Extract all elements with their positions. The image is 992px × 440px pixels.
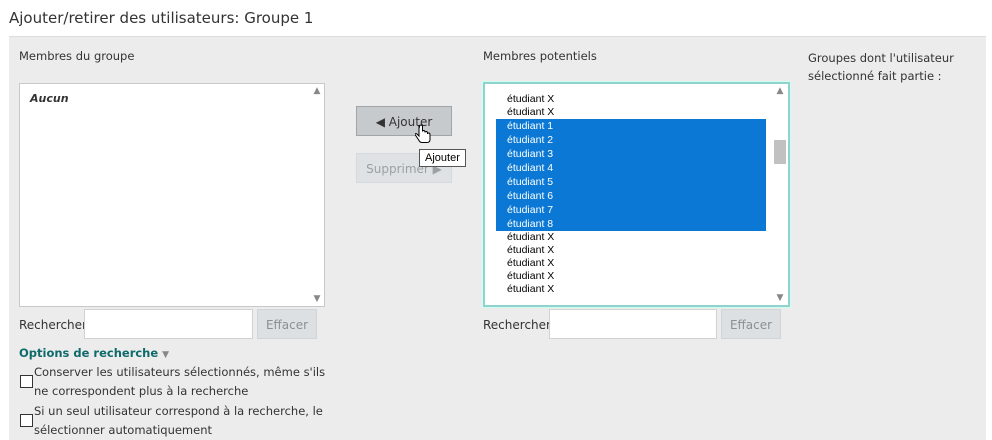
members-clear-button[interactable]: Effacer bbox=[257, 309, 317, 339]
search-options-label: Options de recherche bbox=[19, 346, 159, 360]
scroll-up-icon[interactable]: ▲ bbox=[776, 86, 784, 96]
potential-option[interactable]: étudiant X bbox=[507, 244, 555, 256]
auto-select-label-line1: Si un seul utilisateur correspond à la r… bbox=[34, 404, 323, 418]
potential-option[interactable]: étudiant 1 bbox=[496, 119, 766, 133]
potential-search-input[interactable] bbox=[549, 309, 717, 339]
scroll-up-icon[interactable]: ▲ bbox=[313, 86, 321, 96]
keep-selected-label-line1: Conserver les utilisateurs sélectionnés,… bbox=[34, 365, 326, 379]
hand-cursor-icon bbox=[415, 124, 431, 143]
auto-select-label-line2: sélectionner automatiquement bbox=[34, 423, 213, 437]
members-search-input[interactable] bbox=[84, 309, 253, 339]
potential-option[interactable]: étudiant X bbox=[507, 93, 555, 105]
scroll-down-icon[interactable]: ▼ bbox=[313, 294, 321, 304]
scroll-down-icon[interactable]: ▼ bbox=[776, 293, 784, 303]
potential-option[interactable]: étudiant 4 bbox=[496, 161, 766, 175]
members-empty-item: Aucun bbox=[30, 92, 69, 105]
potential-option[interactable]: étudiant 3 bbox=[496, 147, 766, 161]
potential-option[interactable]: étudiant X bbox=[507, 257, 555, 269]
auto-select-checkbox[interactable] bbox=[20, 414, 33, 427]
members-label: Membres du groupe bbox=[19, 49, 135, 63]
potential-option[interactable]: étudiant 6 bbox=[496, 189, 766, 203]
potential-option[interactable]: étudiant 2 bbox=[496, 133, 766, 147]
auto-select-label: Si un seul utilisateur correspond à la r… bbox=[34, 402, 334, 440]
potential-option[interactable]: étudiant 5 bbox=[496, 175, 766, 189]
groups-label-line1: Groupes dont l'utilisateur bbox=[808, 51, 954, 65]
add-tooltip: Ajouter bbox=[419, 149, 466, 167]
page-title: Ajouter/retirer des utilisateurs: Groupe… bbox=[9, 9, 314, 27]
potential-option[interactable]: étudiant 8 bbox=[496, 217, 766, 231]
members-scrollbar[interactable]: ▲ ▼ bbox=[310, 84, 324, 306]
members-search-label: Rechercher bbox=[19, 318, 87, 332]
potential-option[interactable]: étudiant 7 bbox=[496, 203, 766, 217]
potential-scrollbar[interactable]: ▲ ▼ bbox=[772, 84, 788, 305]
user-selector-panel: Membres du groupe Aucun ▲ ▼ Rechercher E… bbox=[9, 36, 986, 440]
potential-option[interactable]: étudiant X bbox=[507, 231, 555, 243]
keep-selected-label: Conserver les utilisateurs sélectionnés,… bbox=[34, 363, 334, 401]
potential-option[interactable]: étudiant X bbox=[507, 270, 555, 282]
members-listbox[interactable]: Aucun ▲ ▼ bbox=[19, 83, 325, 307]
search-options-link[interactable]: Options de recherche▼ bbox=[19, 346, 169, 360]
potential-clear-button[interactable]: Effacer bbox=[721, 309, 781, 339]
scroll-thumb[interactable] bbox=[774, 140, 786, 164]
keep-selected-checkbox[interactable] bbox=[20, 375, 33, 388]
potential-label: Membres potentiels bbox=[483, 49, 597, 63]
potential-option[interactable]: étudiant X bbox=[507, 283, 555, 295]
potential-option[interactable]: étudiant X bbox=[507, 106, 555, 118]
add-button[interactable]: ◀ Ajouter bbox=[356, 106, 452, 136]
groups-label-line2: sélectionné fait partie : bbox=[808, 69, 942, 83]
potential-search-label: Rechercher bbox=[483, 318, 551, 332]
groups-label: Groupes dont l'utilisateur sélectionné f… bbox=[808, 49, 954, 85]
keep-selected-label-line2: ne correspondent plus à la recherche bbox=[34, 384, 249, 398]
chevron-down-icon: ▼ bbox=[162, 350, 170, 360]
